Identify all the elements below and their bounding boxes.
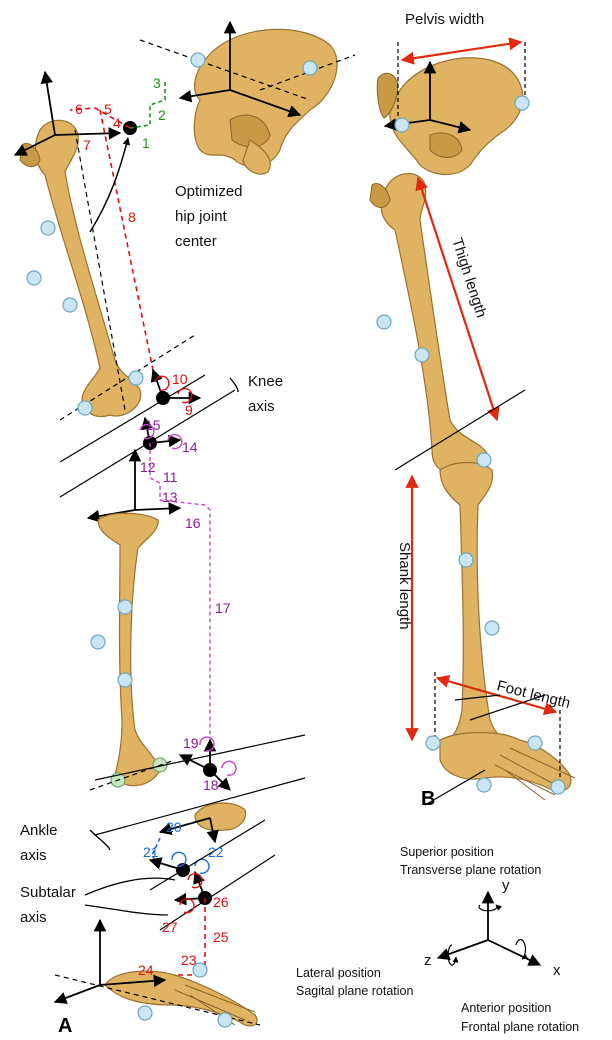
param-27: 27 bbox=[162, 919, 178, 935]
legend-y-label: y bbox=[502, 877, 510, 894]
ankle-axis-label-2: axis bbox=[20, 847, 47, 864]
knee-axis-label-1: Knee bbox=[248, 373, 283, 390]
param-4: 4 bbox=[113, 115, 121, 131]
foot-a bbox=[55, 920, 260, 1027]
pelvis-a bbox=[140, 22, 355, 174]
panel-b: Pelvis width Thigh length Shank length F… bbox=[370, 11, 575, 810]
param-23: 23 bbox=[181, 952, 197, 968]
param-14: 14 bbox=[182, 439, 198, 455]
femur-a bbox=[15, 72, 195, 420]
legend-z-axis bbox=[438, 940, 488, 958]
panel-a: 1 2 3 4 5 6 7 8 9 10 11 12 13 14 15 16 1… bbox=[15, 22, 355, 1037]
legend-x-axis bbox=[488, 940, 540, 965]
param-13: 13 bbox=[162, 489, 178, 505]
panel-b-label: B bbox=[421, 788, 435, 810]
param-9: 9 bbox=[185, 402, 193, 418]
knee-axis-label-2: axis bbox=[248, 398, 275, 415]
param-19: 19 bbox=[183, 735, 199, 751]
param-10: 10 bbox=[172, 371, 188, 387]
param-15: 15 bbox=[145, 417, 161, 433]
param-21: 21 bbox=[143, 844, 159, 860]
param-26: 26 bbox=[213, 894, 229, 910]
legend-x-label: x bbox=[553, 962, 561, 979]
param-1: 1 bbox=[142, 135, 150, 151]
param-16: 16 bbox=[185, 515, 201, 531]
param-2: 2 bbox=[158, 107, 166, 123]
shank-length-label: Shank length bbox=[396, 542, 413, 630]
frontal-rotation-label: Frontal plane rotation bbox=[461, 1020, 579, 1034]
ankle-axis-label-1: Ankle bbox=[20, 822, 58, 839]
legend-z-label: z bbox=[424, 952, 432, 969]
param-8: 8 bbox=[128, 209, 136, 225]
foot-length-label: Foot length bbox=[495, 677, 572, 712]
subtalar-axis-label-2: axis bbox=[20, 909, 47, 926]
param-17: 17 bbox=[215, 600, 231, 616]
superior-position-label: Superior position bbox=[400, 845, 494, 859]
anterior-position-label: Anterior position bbox=[461, 1001, 551, 1015]
subtalar-axis-label-1: Subtalar bbox=[20, 884, 76, 901]
param-22: 22 bbox=[208, 844, 224, 860]
param-5: 5 bbox=[104, 101, 112, 117]
sagital-rotation-label: Sagital plane rotation bbox=[296, 984, 413, 998]
pelvis-width-label: Pelvis width bbox=[405, 11, 484, 28]
param-3: 3 bbox=[153, 75, 161, 91]
panel-a-label: A bbox=[58, 1015, 72, 1037]
hip-center-label-2: hip joint bbox=[175, 208, 228, 225]
param-25: 25 bbox=[213, 929, 229, 945]
lateral-position-label: Lateral position bbox=[296, 966, 381, 980]
param-24: 24 bbox=[138, 962, 154, 978]
param-12: 12 bbox=[140, 459, 156, 475]
subtalar-a bbox=[85, 820, 275, 985]
param-18: 18 bbox=[203, 777, 219, 793]
hip-center-label-3: center bbox=[175, 233, 217, 250]
param-20: 20 bbox=[166, 819, 182, 835]
param-6: 6 bbox=[75, 101, 83, 117]
param-7: 7 bbox=[83, 137, 91, 153]
transverse-rotation-label: Transverse plane rotation bbox=[400, 863, 541, 877]
thigh-length-label: Thigh length bbox=[448, 236, 490, 320]
coordinate-legend: Superior position Transverse plane rotat… bbox=[296, 845, 579, 1034]
hip-center-label-1: Optimized bbox=[175, 183, 243, 200]
param-11: 11 bbox=[163, 469, 178, 485]
